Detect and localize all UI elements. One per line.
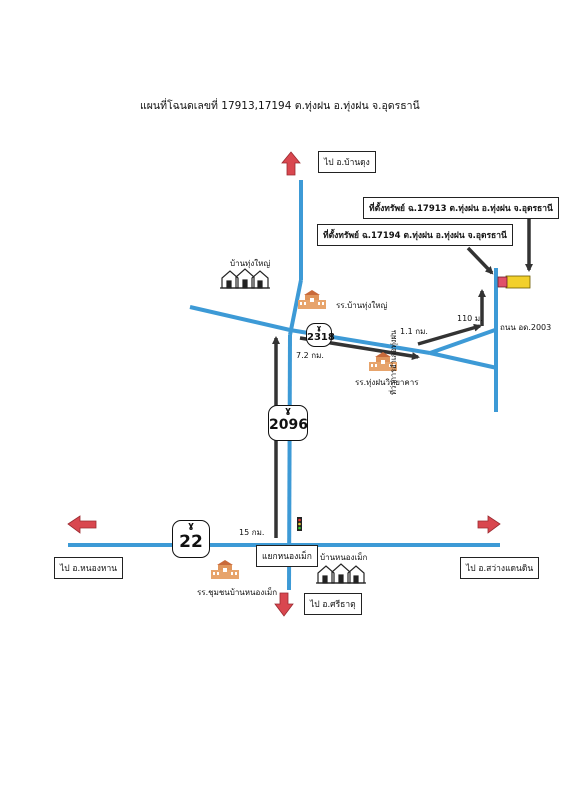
destination-west: ไป อ.หนองหาน <box>54 557 124 579</box>
school-label-nong-mek: รร.ชุมชนบ้านหนองเม็ก <box>197 588 278 597</box>
school-label-thung-yai: รร.บ้านทุ่งใหญ่ <box>336 301 388 310</box>
junction-label: แยกหนองเม็ก <box>256 545 318 567</box>
village-label-nong-mek: บ้านหนองเม็ก <box>320 553 368 562</box>
pointer-17194 <box>466 246 494 275</box>
arrow-north-icon <box>281 151 301 176</box>
route-shield-2318: ɣ 2318 <box>306 323 335 347</box>
distance-15km: 15 กม. <box>239 528 265 537</box>
arrow-south-icon <box>274 592 294 617</box>
route-shield-22: ɣ 22 <box>172 520 210 558</box>
highway-emblem-icon: ɣ <box>285 406 291 416</box>
arrow-west-icon <box>67 515 97 534</box>
property-plots <box>497 275 531 289</box>
distance-110m: 110 ม. <box>457 314 483 323</box>
highway-emblem-icon: ɣ <box>316 324 322 332</box>
road-label-district-office: ที่ว่าการอำเภอทุ่งฝน <box>389 329 398 395</box>
distance-7-2km: 7.2 กม. <box>296 351 324 360</box>
village-houses-icon <box>316 563 366 584</box>
route-number-2318: 2318 <box>307 332 335 343</box>
route-shield-2096: ɣ 2096 <box>268 405 308 441</box>
road-north-bend <box>288 279 303 336</box>
distance-1-1km: 1.1 กม. <box>400 327 428 336</box>
route-number-22: 22 <box>179 532 203 552</box>
school-label-thungfon: รร.ทุ่งฝนวิทยาคาร <box>355 378 419 387</box>
route-arrow-local <box>417 323 482 346</box>
school-building-icon <box>211 560 239 579</box>
destination-south: ไป อ.ศรีธาตุ <box>304 593 362 615</box>
village-houses-icon <box>220 268 270 289</box>
plot-17913 <box>505 275 531 289</box>
village-label-thung-yai: บ้านทุ่งใหญ่ <box>230 259 271 268</box>
school-building-icon <box>298 290 326 309</box>
road-label-ud2003: ถนน อด.2003 <box>500 323 552 332</box>
arrow-east-icon <box>477 515 501 534</box>
route-number-2096: 2096 <box>269 417 308 433</box>
destination-north: ไป อ.บ้านดุง <box>318 151 376 173</box>
direction-arrows <box>67 151 501 617</box>
road-2318-far <box>429 351 498 370</box>
destination-east: ไป อ.สว่างแดนดิน <box>460 557 540 579</box>
highway-emblem-icon: ɣ <box>188 521 194 531</box>
property-label-17194: ที่ตั้งทรัพย์ ฉ.17194 ต.ทุ่งฝน อ.ทุ่งฝน … <box>317 224 513 246</box>
school-building-icon <box>369 352 397 371</box>
property-label-17913: ที่ตั้งทรัพย์ ฉ.17913 ต.ทุ่งฝน อ.ทุ่งฝน … <box>363 197 559 219</box>
road-2318-west <box>189 305 291 332</box>
map-title: แผนที่โฉนดเลขที่ 17913,17194 ต.ทุ่งฝน อ.… <box>140 100 420 112</box>
traffic-light-icon <box>297 517 302 531</box>
plot-17194 <box>497 276 508 288</box>
road-local-branch <box>429 328 496 355</box>
